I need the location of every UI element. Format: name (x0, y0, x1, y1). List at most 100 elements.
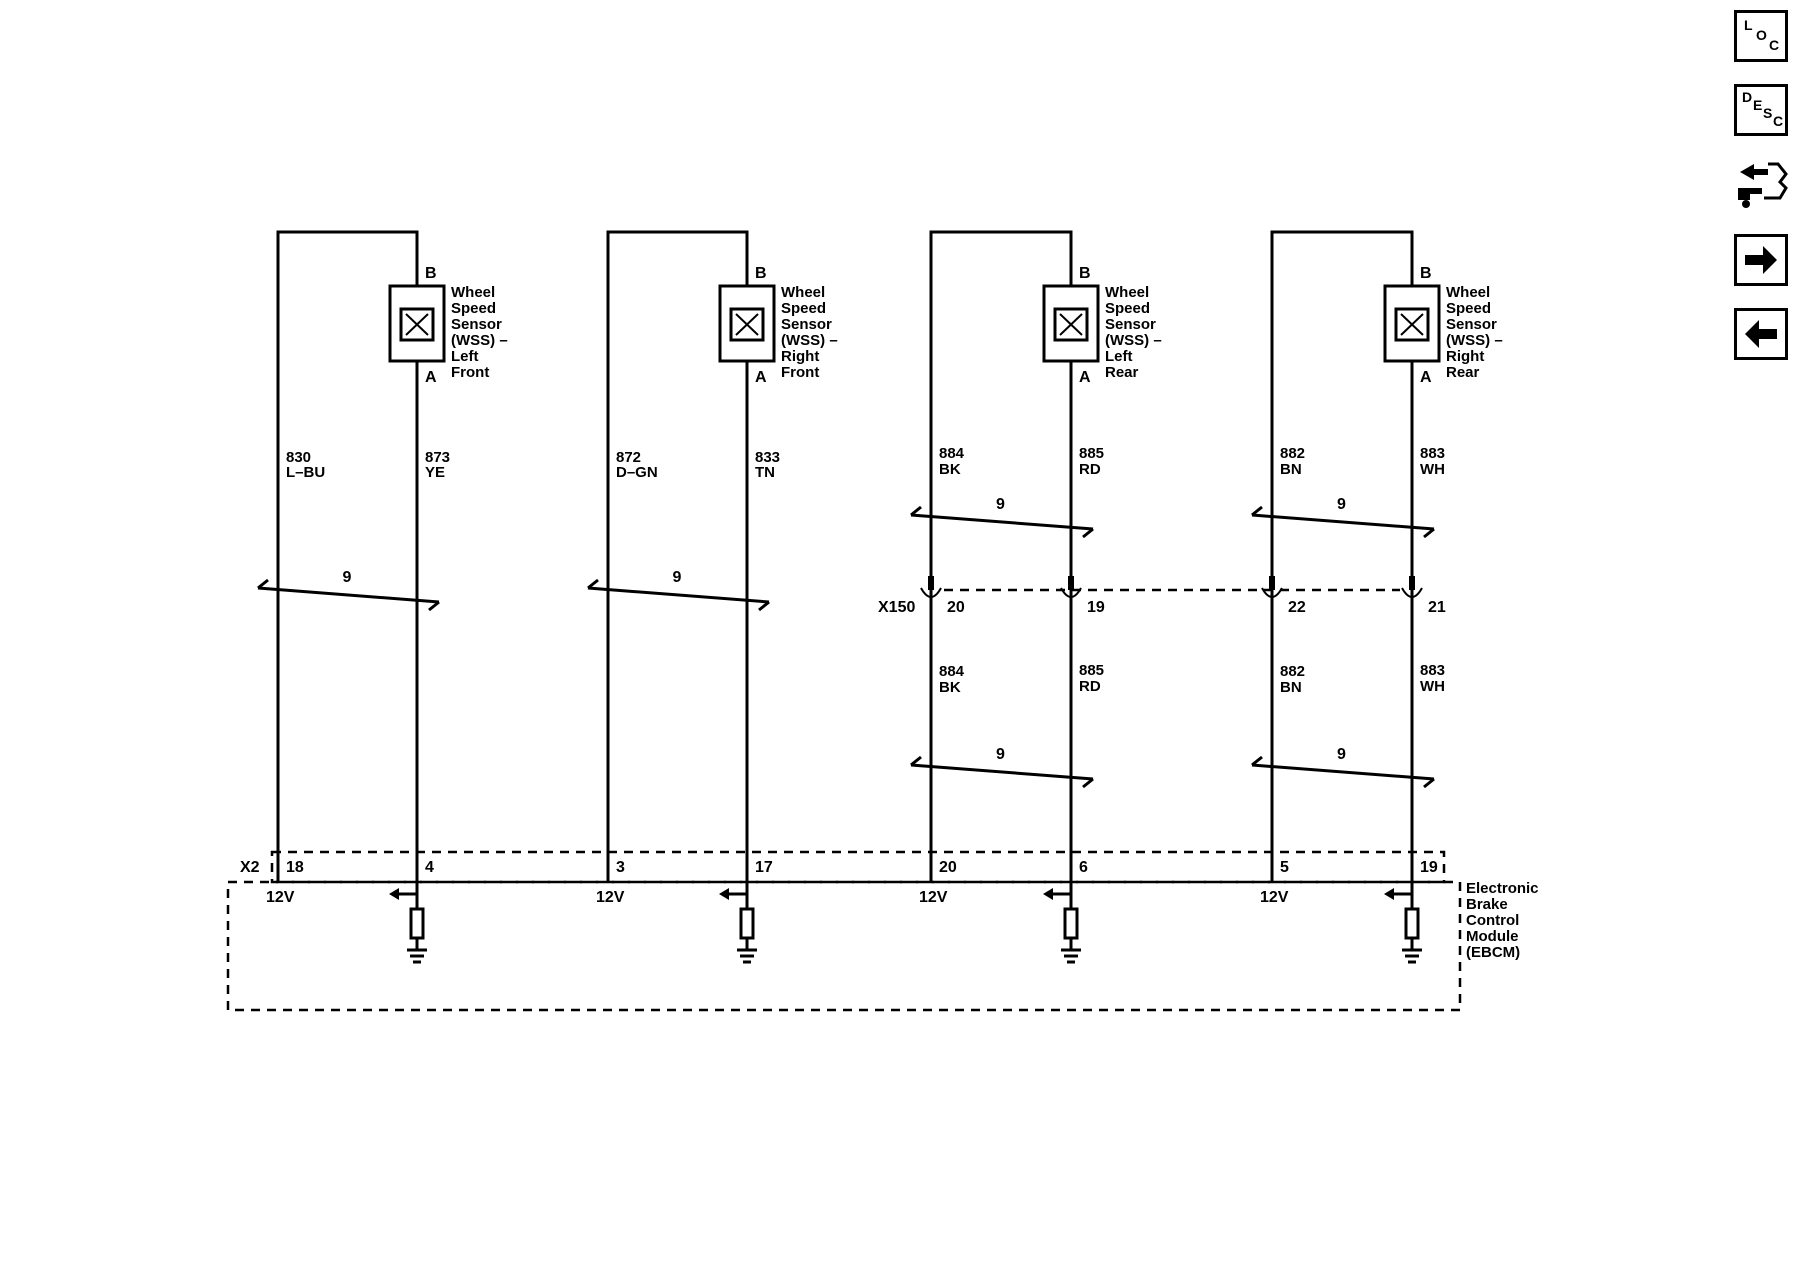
sensor-4-ebcm-input-wire (1394, 882, 1414, 896)
sensor-4-ebcm-pin-left: 5 (1280, 859, 1289, 876)
sensor-3-pin-top: B (1079, 265, 1091, 282)
sensor-2-resistor (739, 907, 755, 940)
sensor-3-label-line: Left (1105, 348, 1133, 365)
sensor-3-twist-lower-label: 9 (996, 746, 1005, 763)
sensor-2-label-line: Wheel (781, 284, 825, 301)
desc-letter-c: C (1773, 113, 1784, 129)
sensor-2-twist-tick-right (758, 600, 770, 612)
sensor-4-label-line: Wheel (1446, 284, 1490, 301)
sensor-3-x150-pin-left: 20 (947, 599, 965, 616)
connector-tool-icon (1738, 162, 1788, 208)
sensor-4-wire-left-lower-color: BN (1280, 679, 1302, 696)
sensor-1-ebcm-pin-left: 18 (286, 859, 304, 876)
sensor-4-twist-upper-tick-left (1251, 505, 1263, 517)
sensor-4-wire-right-color: WH (1420, 461, 1445, 478)
sensor-2-twist-tick-left (587, 578, 599, 590)
sensor-1-wire-right-circuit: 873 (425, 449, 450, 466)
sensor-1-label-line: Left (451, 348, 479, 365)
desc-letter-s: S (1763, 105, 1773, 121)
x150-label: X150 (878, 599, 915, 616)
sensor-2-ebcm-input-wire (729, 882, 749, 896)
arrow-left-icon (1745, 320, 1777, 348)
previous-page-button[interactable] (1734, 308, 1788, 360)
sensor-2-wire-left-circuit: 872 (616, 449, 641, 466)
sensor-3-label-line: Speed (1105, 300, 1150, 317)
sensor-2-ebcm-arrow (719, 888, 729, 900)
sensor-3-twist-lower-tick-left (910, 755, 922, 767)
sensor-3-twist-lower (910, 763, 1094, 781)
sensor-2-label-line: Front (781, 364, 819, 381)
sensor-4-twist-upper-label: 9 (1337, 496, 1346, 513)
sensor-3-x150-terminal (928, 576, 934, 590)
arrow-right-icon (1745, 246, 1777, 274)
sensor-3-twist-upper-tick-left (910, 505, 922, 517)
sensor-4-x150-socket (1401, 587, 1423, 598)
connector-view-button[interactable] (1734, 158, 1788, 210)
sensor-1-twist-tick-left (257, 578, 269, 590)
sensor-3-wire-left-lower-circuit: 884 (939, 663, 965, 680)
sensor-3-twist-lower-tick-right (1082, 777, 1094, 789)
sensor-1-ebcm-pin-right: 4 (425, 859, 434, 876)
sensor-2-twist (587, 586, 770, 604)
sensor-2-wire-right-color: TN (755, 464, 775, 481)
sensor-1-sensor-x2 (405, 313, 429, 336)
sensor-3-label-line: Wheel (1105, 284, 1149, 301)
sensor-4-label-line: Rear (1446, 364, 1480, 381)
loc-letter-l: L (1744, 17, 1753, 33)
sensor-4-twist-lower-label: 9 (1337, 746, 1346, 763)
sensor-2-ebcm-pin-left: 3 (616, 859, 625, 876)
sensor-3-ebcm-pin-left: 20 (939, 859, 957, 876)
sensor-3-sensor-x2 (1059, 313, 1083, 336)
sensor-4-twist-lower-tick-left (1251, 755, 1263, 767)
desc-letter-e: E (1753, 97, 1763, 113)
sensor-4-twist-upper (1251, 513, 1435, 531)
sensor-4-twist-upper-tick-right (1423, 527, 1435, 539)
sensor-4-wire-left-color: BN (1280, 461, 1302, 478)
sensor-1-label-line: (WSS) – (451, 332, 508, 349)
sensor-1-pin-bottom: A (425, 369, 437, 386)
sensor-4-twist-lower-tick-right (1423, 777, 1435, 789)
sensor-4-label-line: Right (1446, 348, 1484, 365)
sensor-2-wire-left-color: D–GN (616, 464, 658, 481)
sensor-4-twist-lower (1251, 763, 1435, 781)
sensor-1-ebcm-arrow (389, 888, 399, 900)
location-button[interactable]: L O C (1734, 10, 1788, 62)
sensor-4-x150-terminal (1409, 576, 1415, 590)
sensor-3-wire-right-lower-circuit: 885 (1079, 662, 1104, 679)
description-button[interactable]: D E S C (1734, 84, 1788, 136)
sensor-4-label-line: Speed (1446, 300, 1491, 317)
sensor-4-wire-right-circuit: 883 (1420, 445, 1445, 462)
ebcm-module-label-line: Module (1466, 928, 1519, 945)
sensor-2-label-line: Sensor (781, 316, 832, 333)
sensor-4-wire-right-lower-color: WH (1420, 678, 1445, 695)
sensor-1-label-line: Sensor (451, 316, 502, 333)
sensor-4-wire-right-lower-circuit: 883 (1420, 662, 1445, 679)
sensor-3-twist-upper (910, 513, 1094, 531)
sensor-2-ebcm-pin-right: 17 (755, 859, 773, 876)
sensor-3-wire-left-lower-color: BK (939, 679, 961, 696)
sensor-1-label-line: Wheel (451, 284, 495, 301)
sensor-4-voltage: 12V (1260, 889, 1289, 906)
sensor-3-ebcm-arrow (1043, 888, 1053, 900)
sensor-3-resistor (1063, 907, 1079, 940)
desc-letter-d: D (1742, 89, 1753, 105)
sensor-3-top-wire (929, 230, 1073, 882)
sensor-4-x150-pin-right: 21 (1428, 599, 1446, 616)
sensor-4-sensor-x2 (1400, 313, 1424, 336)
sensor-3-sensor-element (1053, 307, 1089, 342)
sensor-3-wire-right-circuit: 885 (1079, 445, 1104, 462)
sensor-1-sensor-element (399, 307, 435, 342)
next-page-button[interactable] (1734, 234, 1788, 286)
sensor-4-label-line: (WSS) – (1446, 332, 1503, 349)
sensor-3-wire-left-circuit: 884 (939, 445, 965, 462)
sensor-3-label-line: Sensor (1105, 316, 1156, 333)
sensor-3-ebcm-pin-right: 6 (1079, 859, 1088, 876)
sensor-4-pin-bottom: A (1420, 369, 1432, 386)
sensor-4-sensor-element (1394, 307, 1430, 342)
sensor-4-label-line: Sensor (1446, 316, 1497, 333)
sensor-3-label-line: Rear (1105, 364, 1139, 381)
sensor-1-ebcm-input-wire (399, 882, 419, 896)
sensor-1-voltage: 12V (266, 889, 295, 906)
sensor-3-twist-upper-label: 9 (996, 496, 1005, 513)
